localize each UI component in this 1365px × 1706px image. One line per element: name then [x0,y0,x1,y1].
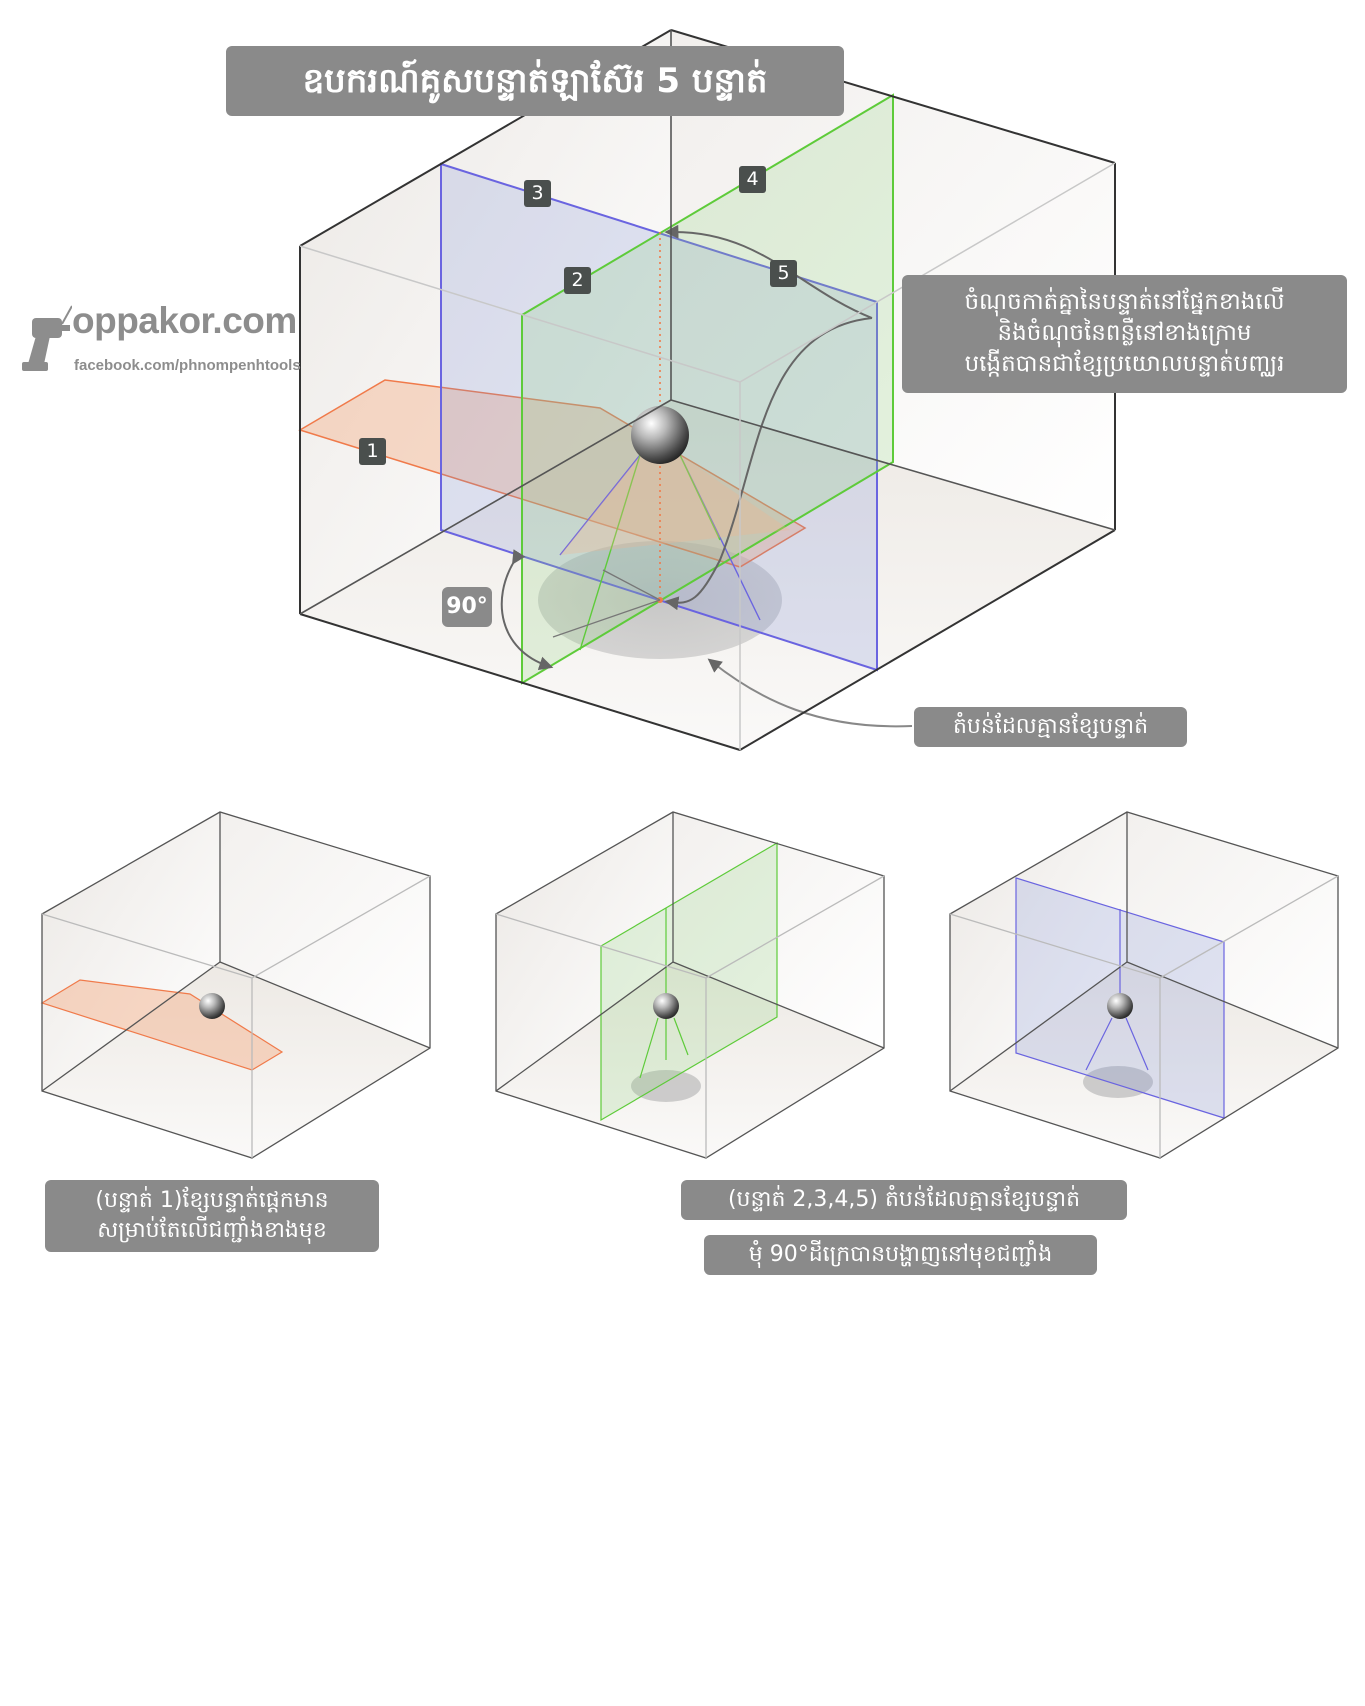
page-title: ឧបករណ៍គូសបន្ទាត់ឡាស៊ែរ 5 បន្ទាត់ [226,46,844,116]
small-ball-3 [1107,993,1133,1019]
intersection-callout-line-1: ចំណុចកាត់គ្នានៃបន្ទាត់នៅផ្នែកខាងលើ [964,289,1285,315]
line-number-3: 3 [524,180,551,207]
callout-leader-zone [707,658,913,728]
small-box-horizontal [40,811,431,1159]
caption-horizontal-line-2: សម្រាប់តែលើជញ្ជាំងខាងមុខ [97,1218,327,1243]
line-number-4: 4 [739,166,766,193]
caption-horizontal: (បន្ទាត់ 1)ខ្សែបន្ទាត់ផ្ដេកមាន សម្រាប់តែ… [45,1180,379,1252]
main-room-box [298,29,1116,751]
small-box-blue [949,811,1339,1159]
angle-label: 90° [442,587,492,627]
intersection-callout-line-2: និងចំណុចនៃពន្លឺនៅខាងក្រោម [997,320,1252,346]
callout-leader-plumb [664,317,873,611]
small-box-green [495,811,885,1159]
small-plane-1 [40,979,284,1071]
main-back-left-wall [300,30,671,614]
logo-facebook-text: facebook.com/phnompenhtools [74,357,301,374]
line-number-5: 5 [770,260,797,287]
line-number-2: 2 [564,267,591,294]
caption-horizontal-line-1: (បន្ទាត់ 1)ខ្សែបន្ទាត់ផ្ដេកមាន [95,1188,329,1213]
no-line-zone-callout: តំបន់ដែលគ្មានខ្សែបន្ទាត់ [914,707,1187,747]
laser-emitter-ball [631,406,689,464]
caption-vertical-lines: (បន្ទាត់ 2,3,4,5) តំបន់ដែលគ្មានខ្សែបន្ទា… [681,1180,1127,1220]
beam-fan [559,454,790,651]
logo-site-text: oppakor.com [72,300,297,341]
intersection-callout-line-3: បង្កើតបានជាខ្សែប្រយោលបន្ទាត់បញ្ឈរ [964,351,1285,377]
line-number-1: 1 [359,438,386,465]
intersection-callout: ចំណុចកាត់គ្នានៃបន្ទាត់នៅផ្នែកខាងលើ និងចំ… [902,275,1347,393]
caption-angle: មុំ 90°ដីក្រេបានបង្ហាញនៅមុខជញ្ជាំង [704,1235,1097,1275]
small-ball-1 [199,993,225,1019]
drill-icon [22,305,72,371]
small-plane-2-4 [600,841,778,1122]
laser-plane-1 [298,379,807,568]
small-ball-2 [653,993,679,1019]
main-box-edges [299,29,1116,751]
angle-arc [500,549,554,670]
oppakor-logo: oppakor.com facebook.com/phnompenhtools [14,300,301,380]
